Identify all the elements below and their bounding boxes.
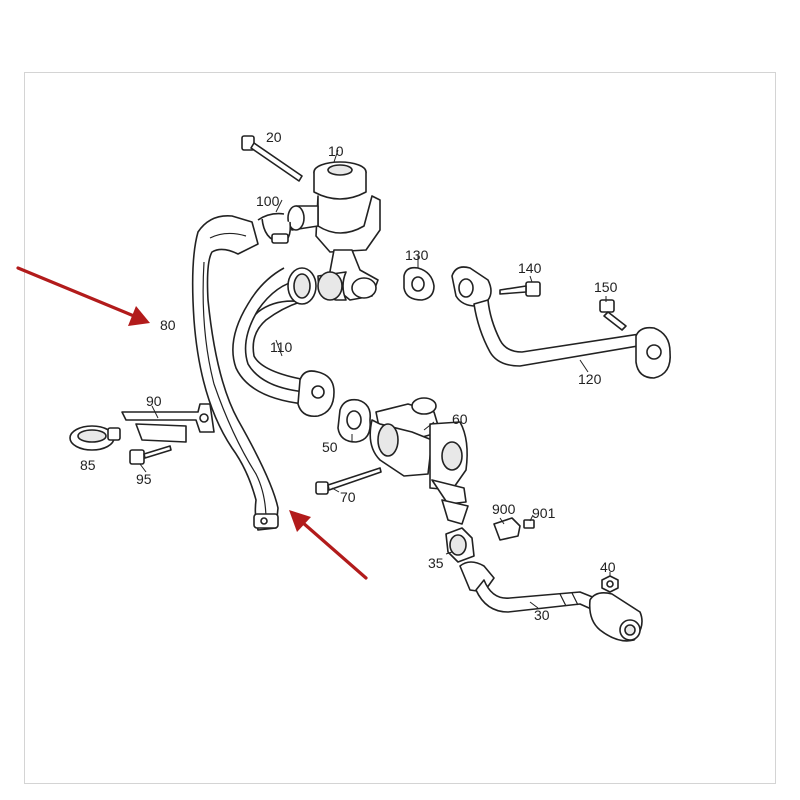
part-95-bolt[interactable] [129, 445, 172, 465]
part-20-bolt[interactable] [241, 135, 303, 182]
part-900-connector[interactable] [493, 517, 521, 541]
part-150-bolt[interactable] [599, 299, 627, 331]
part-80-pipe[interactable] [191, 215, 279, 531]
callout-70: 70 [340, 489, 356, 505]
callout-120: 120 [578, 371, 602, 387]
callout-30: 30 [534, 607, 550, 623]
highlight-arrow-upper [16, 266, 150, 326]
callout-90: 90 [146, 393, 162, 409]
callout-140: 140 [518, 260, 542, 276]
part-70-bolt[interactable] [315, 467, 382, 495]
callout-95: 95 [136, 471, 152, 487]
callout-50: 50 [322, 439, 338, 455]
callout-60: 60 [452, 411, 468, 427]
callout-130: 130 [405, 247, 429, 263]
part-100-clamp[interactable] [257, 212, 292, 244]
leader-lines [139, 149, 611, 609]
part-120-pipe[interactable] [451, 266, 671, 379]
part-130-gasket[interactable] [403, 266, 435, 301]
callout-150: 150 [594, 279, 618, 295]
part-110-pipe[interactable] [232, 267, 335, 418]
callout-40: 40 [600, 559, 616, 575]
part-85-clamp[interactable] [69, 425, 121, 451]
part-140-bolt[interactable] [499, 281, 541, 297]
part-10-valve[interactable] [287, 161, 381, 301]
callout-labels: 20 10 100 130 140 150 80 110 120 90 60 5… [80, 129, 618, 623]
callout-20: 20 [266, 129, 282, 145]
part-35-fitting[interactable] [445, 527, 475, 563]
callout-900: 900 [492, 501, 516, 517]
callout-100: 100 [256, 193, 280, 209]
part-50-gasket[interactable] [337, 398, 372, 443]
callout-901: 901 [532, 505, 556, 521]
part-90-bracket[interactable] [121, 403, 215, 443]
callout-80: 80 [160, 317, 176, 333]
part-901-pin[interactable] [523, 519, 535, 529]
callout-85: 85 [80, 457, 96, 473]
part-40-nut[interactable] [601, 575, 619, 593]
part-30-pipe[interactable] [459, 561, 643, 642]
callout-110: 110 [270, 339, 293, 355]
diagram-border [24, 72, 776, 784]
callout-10: 10 [328, 143, 344, 159]
highlight-arrow-lower [289, 510, 368, 580]
part-60-egr-valve[interactable] [369, 397, 469, 525]
callout-35: 35 [428, 555, 444, 571]
